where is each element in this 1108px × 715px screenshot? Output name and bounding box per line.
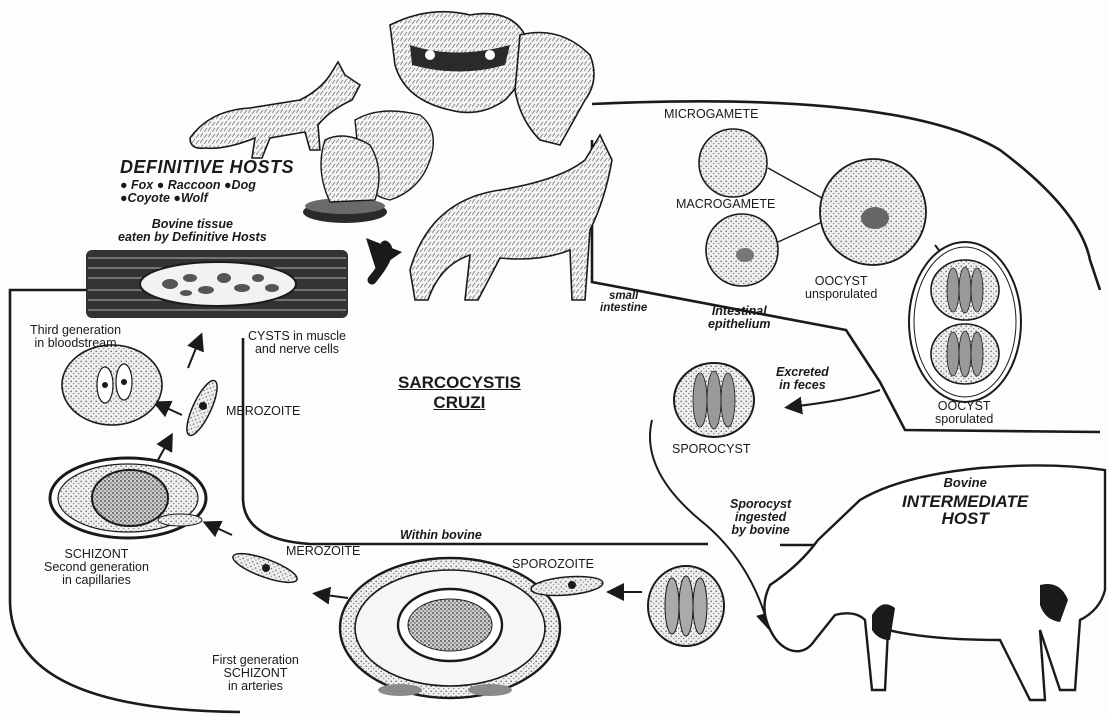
oocyst-sporulated-cell	[909, 242, 1021, 402]
oocyst-sporulated-label: OOCYST sporulated	[935, 400, 993, 426]
ingested-line-3: by bovine	[730, 524, 791, 537]
cysts-label: CYSTS in muscle and nerve cells	[248, 330, 346, 356]
intermediate-line-2: HOST	[902, 510, 1028, 528]
arrow-to-cyst	[188, 338, 200, 368]
schizont-second-label: SCHIZONT Second generation in capillarie…	[44, 548, 149, 587]
sporocyst-label: SPOROCYST	[672, 443, 751, 456]
excreted-line-2: in feces	[776, 379, 829, 392]
small-intestine-line-2: intestine	[600, 302, 647, 314]
macrogamete-label: MACROGAMETE	[676, 198, 775, 211]
microgamete-cell	[699, 129, 767, 197]
excreted-label: Excreted in feces	[776, 366, 829, 392]
first-generation-label: First generation SCHIZONT in arteries	[212, 654, 299, 693]
sporocyst-ingested-cell	[648, 566, 724, 646]
title-line-1: SARCOCYSTIS	[398, 374, 521, 392]
merozoite-upper-cell	[181, 377, 223, 439]
bovine-tissue-illustration	[86, 250, 348, 318]
small-intestine-label: small intestine	[600, 290, 647, 314]
gamete-connector-lines	[768, 168, 822, 242]
intestinal-line-2: epithelium	[708, 318, 771, 331]
within-bovine-label: Within bovine	[400, 529, 482, 542]
arrow-to-merozoite-lower	[318, 594, 348, 598]
arrow-to-schizont	[208, 524, 232, 535]
definitive-hosts-heading: DEFINITIVE HOSTS	[120, 158, 294, 177]
bovine-tissue-line-2: eaten by Definitive Hosts	[118, 231, 267, 244]
macrogamete-cell	[706, 214, 778, 286]
third-generation-label: Third generation in bloodstream	[30, 324, 121, 350]
microgamete-label: MICROGAMETE	[664, 108, 758, 121]
oocyst-spor-line-2: sporulated	[935, 413, 993, 426]
cysts-line-2: and nerve cells	[248, 343, 346, 356]
oocyst-unsporulated-cell	[820, 159, 926, 265]
intestinal-epithelium-label: Intestinal epithelium	[708, 305, 771, 331]
diagram-title: SARCOCYSTIS CRUZI	[398, 374, 521, 412]
arrow-to-third-gen	[158, 404, 182, 415]
wolf-illustration	[515, 33, 594, 146]
arrow-excreted	[790, 390, 880, 407]
schizont-second-generation	[50, 458, 206, 538]
sporozoite-label: SPOROZOITE	[512, 558, 594, 571]
raccoon-illustration	[355, 12, 528, 200]
bovine-tissue-label: Bovine tissue eaten by Definitive Hosts	[118, 218, 267, 244]
ingested-label: Sporocyst ingested by bovine	[730, 498, 791, 537]
small-intestine-line-1: small	[600, 290, 647, 302]
oocyst-unsporulated-label: OOCYST unsporulated	[805, 275, 877, 301]
definitive-hosts-block: DEFINITIVE HOSTS ● Fox ● Raccoon ●Dog ●C…	[120, 158, 294, 205]
definitive-hosts-row-2: ●Coyote ●Wolf	[120, 192, 294, 205]
bovine-word: Bovine	[902, 476, 1028, 490]
intermediate-host-label: Bovine INTERMEDIATE HOST	[902, 476, 1028, 528]
schizont-first-generation	[340, 558, 560, 698]
third-gen-line-2: in bloodstream	[30, 337, 121, 350]
sporocyst-excreted-cell	[674, 363, 754, 437]
merozoite-lower-label: MEROZOITE	[286, 545, 360, 558]
intermediate-line-1: INTERMEDIATE	[902, 493, 1028, 511]
arrow-schizont-merozoite	[158, 438, 170, 460]
oocyst-unspor-line-2: unsporulated	[805, 288, 877, 301]
first-gen-line-3: in arteries	[212, 680, 299, 693]
title-line-2: CRUZI	[398, 394, 521, 412]
within-bovine-path	[243, 338, 708, 544]
merozoite-upper-label: MEROZOITE	[226, 405, 300, 418]
third-generation-cell	[62, 345, 162, 425]
coyote-illustration	[410, 135, 612, 300]
schizont-line-3: in capillaries	[44, 574, 149, 587]
sporozoite-cell	[530, 574, 603, 598]
